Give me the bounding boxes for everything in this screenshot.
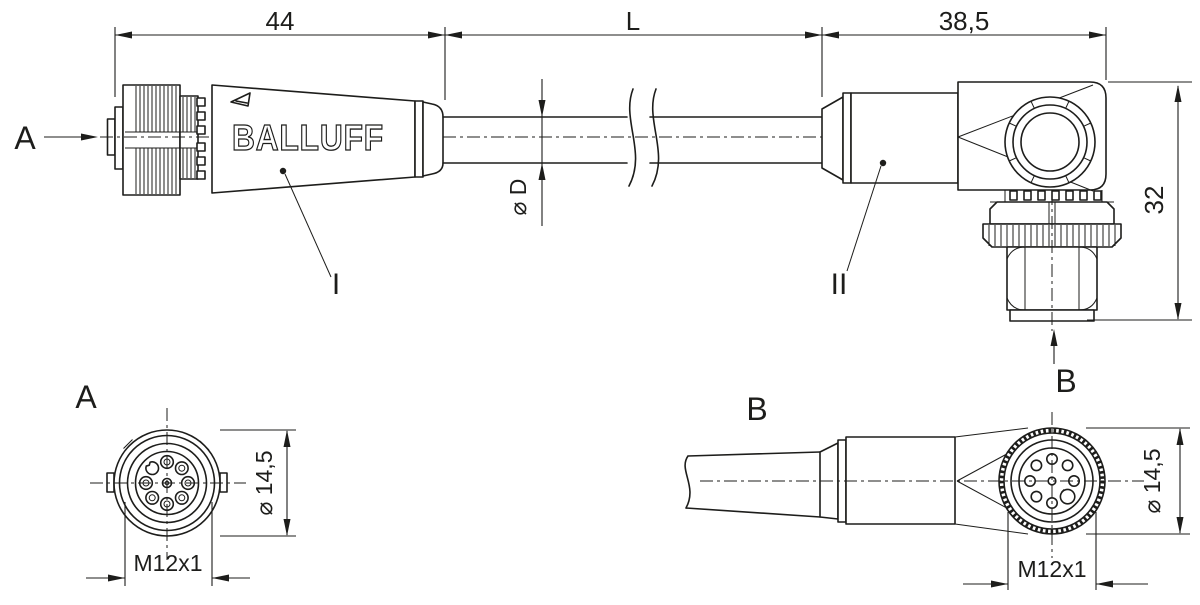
cable-diameter-label: ⌀ D bbox=[505, 179, 531, 216]
socket-contacts bbox=[138, 454, 196, 512]
thread-dim-lines bbox=[963, 512, 1148, 590]
arrowhead-up bbox=[1174, 85, 1182, 102]
keyway-tick bbox=[1061, 488, 1065, 493]
straight-connector: BALLUFF bbox=[100, 84, 444, 196]
male-connector-stack bbox=[982, 190, 1122, 322]
view-b-arrowhead-icon bbox=[1050, 329, 1058, 346]
dim-38-5-label: 38,5 bbox=[939, 6, 990, 36]
keyway-pin bbox=[1059, 488, 1076, 505]
arrowhead-left bbox=[1096, 580, 1113, 588]
grommet-outer-circle bbox=[1004, 96, 1096, 188]
contact-outer-rings bbox=[138, 454, 196, 512]
arrowhead-right bbox=[991, 580, 1008, 588]
coupling-teeth bbox=[196, 97, 206, 180]
cable-diameter-dimension: ⌀ D bbox=[505, 79, 546, 226]
connector-barrel bbox=[850, 92, 959, 184]
part-i-leader: I bbox=[279, 167, 340, 301]
view-b-direction: B bbox=[1050, 329, 1077, 399]
arrowhead-down bbox=[1176, 517, 1184, 534]
arrowhead-up bbox=[283, 430, 291, 447]
arrowhead-down bbox=[538, 100, 546, 117]
view-b-thread-dimension: M12x1 bbox=[963, 512, 1148, 590]
knurl-hatching bbox=[135, 86, 196, 194]
cable-outline bbox=[442, 116, 823, 164]
arrowhead-down bbox=[283, 519, 291, 536]
part-ii-label: II bbox=[831, 268, 848, 301]
grommet-inner-circle bbox=[1020, 112, 1080, 172]
view-a-direction: A bbox=[14, 120, 98, 156]
coupling-teeth bbox=[1009, 190, 1102, 201]
dimension-arrowheads bbox=[115, 31, 1106, 39]
nut-groove bbox=[125, 131, 198, 149]
arrowhead-down bbox=[1174, 303, 1182, 320]
cable-stub bbox=[684, 451, 821, 518]
view-b-title: B bbox=[746, 391, 767, 427]
arrowhead-up bbox=[1176, 428, 1184, 445]
leader-line bbox=[846, 165, 882, 272]
balluff-logo: BALLUFF bbox=[232, 117, 384, 158]
top-dimension-chain: 44 L 38,5 bbox=[114, 6, 1107, 100]
view-a-title: A bbox=[75, 379, 97, 415]
view-a: A bbox=[75, 379, 296, 586]
dim-l-label: L bbox=[626, 6, 640, 36]
release-triangle-icon bbox=[230, 92, 251, 107]
leader-line bbox=[284, 173, 332, 278]
extension-lines bbox=[220, 429, 296, 537]
view-b-thread-label: M12x1 bbox=[1017, 556, 1086, 582]
front-ring bbox=[114, 106, 124, 170]
view-b: B ⌀ 14,5 bbox=[684, 391, 1190, 590]
hex-facets bbox=[1006, 246, 1098, 311]
view-b-arrow-label: B bbox=[1055, 363, 1076, 399]
extension-lines bbox=[1087, 81, 1192, 321]
leader-dot bbox=[879, 159, 887, 167]
arrowhead-up bbox=[538, 163, 546, 180]
view-b-diameter-label: ⌀ 14,5 bbox=[1139, 448, 1165, 513]
body-band bbox=[414, 100, 424, 178]
view-a-arrow-label: A bbox=[14, 120, 36, 156]
crosshair-center-lines bbox=[700, 412, 1144, 558]
view-b-diameter-dimension: ⌀ 14,5 bbox=[1086, 427, 1190, 535]
dim-32-label: 32 bbox=[1139, 186, 1169, 215]
dim-44-label: 44 bbox=[266, 6, 295, 36]
arrowhead-left bbox=[212, 574, 229, 582]
keyway-notch bbox=[145, 461, 160, 476]
part-i-label: I bbox=[332, 268, 340, 301]
view-a-diameter-dimension: ⌀ 14,5 bbox=[220, 429, 296, 537]
angled-connector bbox=[821, 81, 1122, 331]
body-taper-lines bbox=[954, 427, 1029, 535]
arrowhead-right bbox=[108, 574, 125, 582]
cable-break-symbol bbox=[628, 88, 660, 187]
extension-lines bbox=[114, 27, 1107, 100]
part-ii-leader: II bbox=[831, 159, 887, 301]
grommet-ring-ticks bbox=[1008, 100, 1092, 184]
nut-split-lines bbox=[1048, 202, 1056, 224]
view-a-thread-label: M12x1 bbox=[133, 550, 202, 576]
grommet-mid-circle bbox=[1012, 104, 1088, 180]
extension-lines bbox=[1086, 427, 1190, 535]
view-a-arrowhead-icon bbox=[81, 133, 98, 141]
height-dimension: 32 bbox=[1087, 81, 1192, 321]
view-a-diameter-label: ⌀ 14,5 bbox=[251, 450, 277, 515]
leader-dot bbox=[279, 167, 287, 175]
crosshair-center-lines bbox=[90, 408, 246, 560]
body-end-cap bbox=[422, 101, 444, 177]
strain-relief-flare bbox=[821, 96, 844, 181]
strain-relief-band bbox=[842, 92, 852, 184]
lock-nut-knurling bbox=[988, 225, 1116, 246]
thread-dim-lines bbox=[86, 502, 250, 586]
view-a-thread-dimension: M12x1 bbox=[86, 502, 250, 586]
